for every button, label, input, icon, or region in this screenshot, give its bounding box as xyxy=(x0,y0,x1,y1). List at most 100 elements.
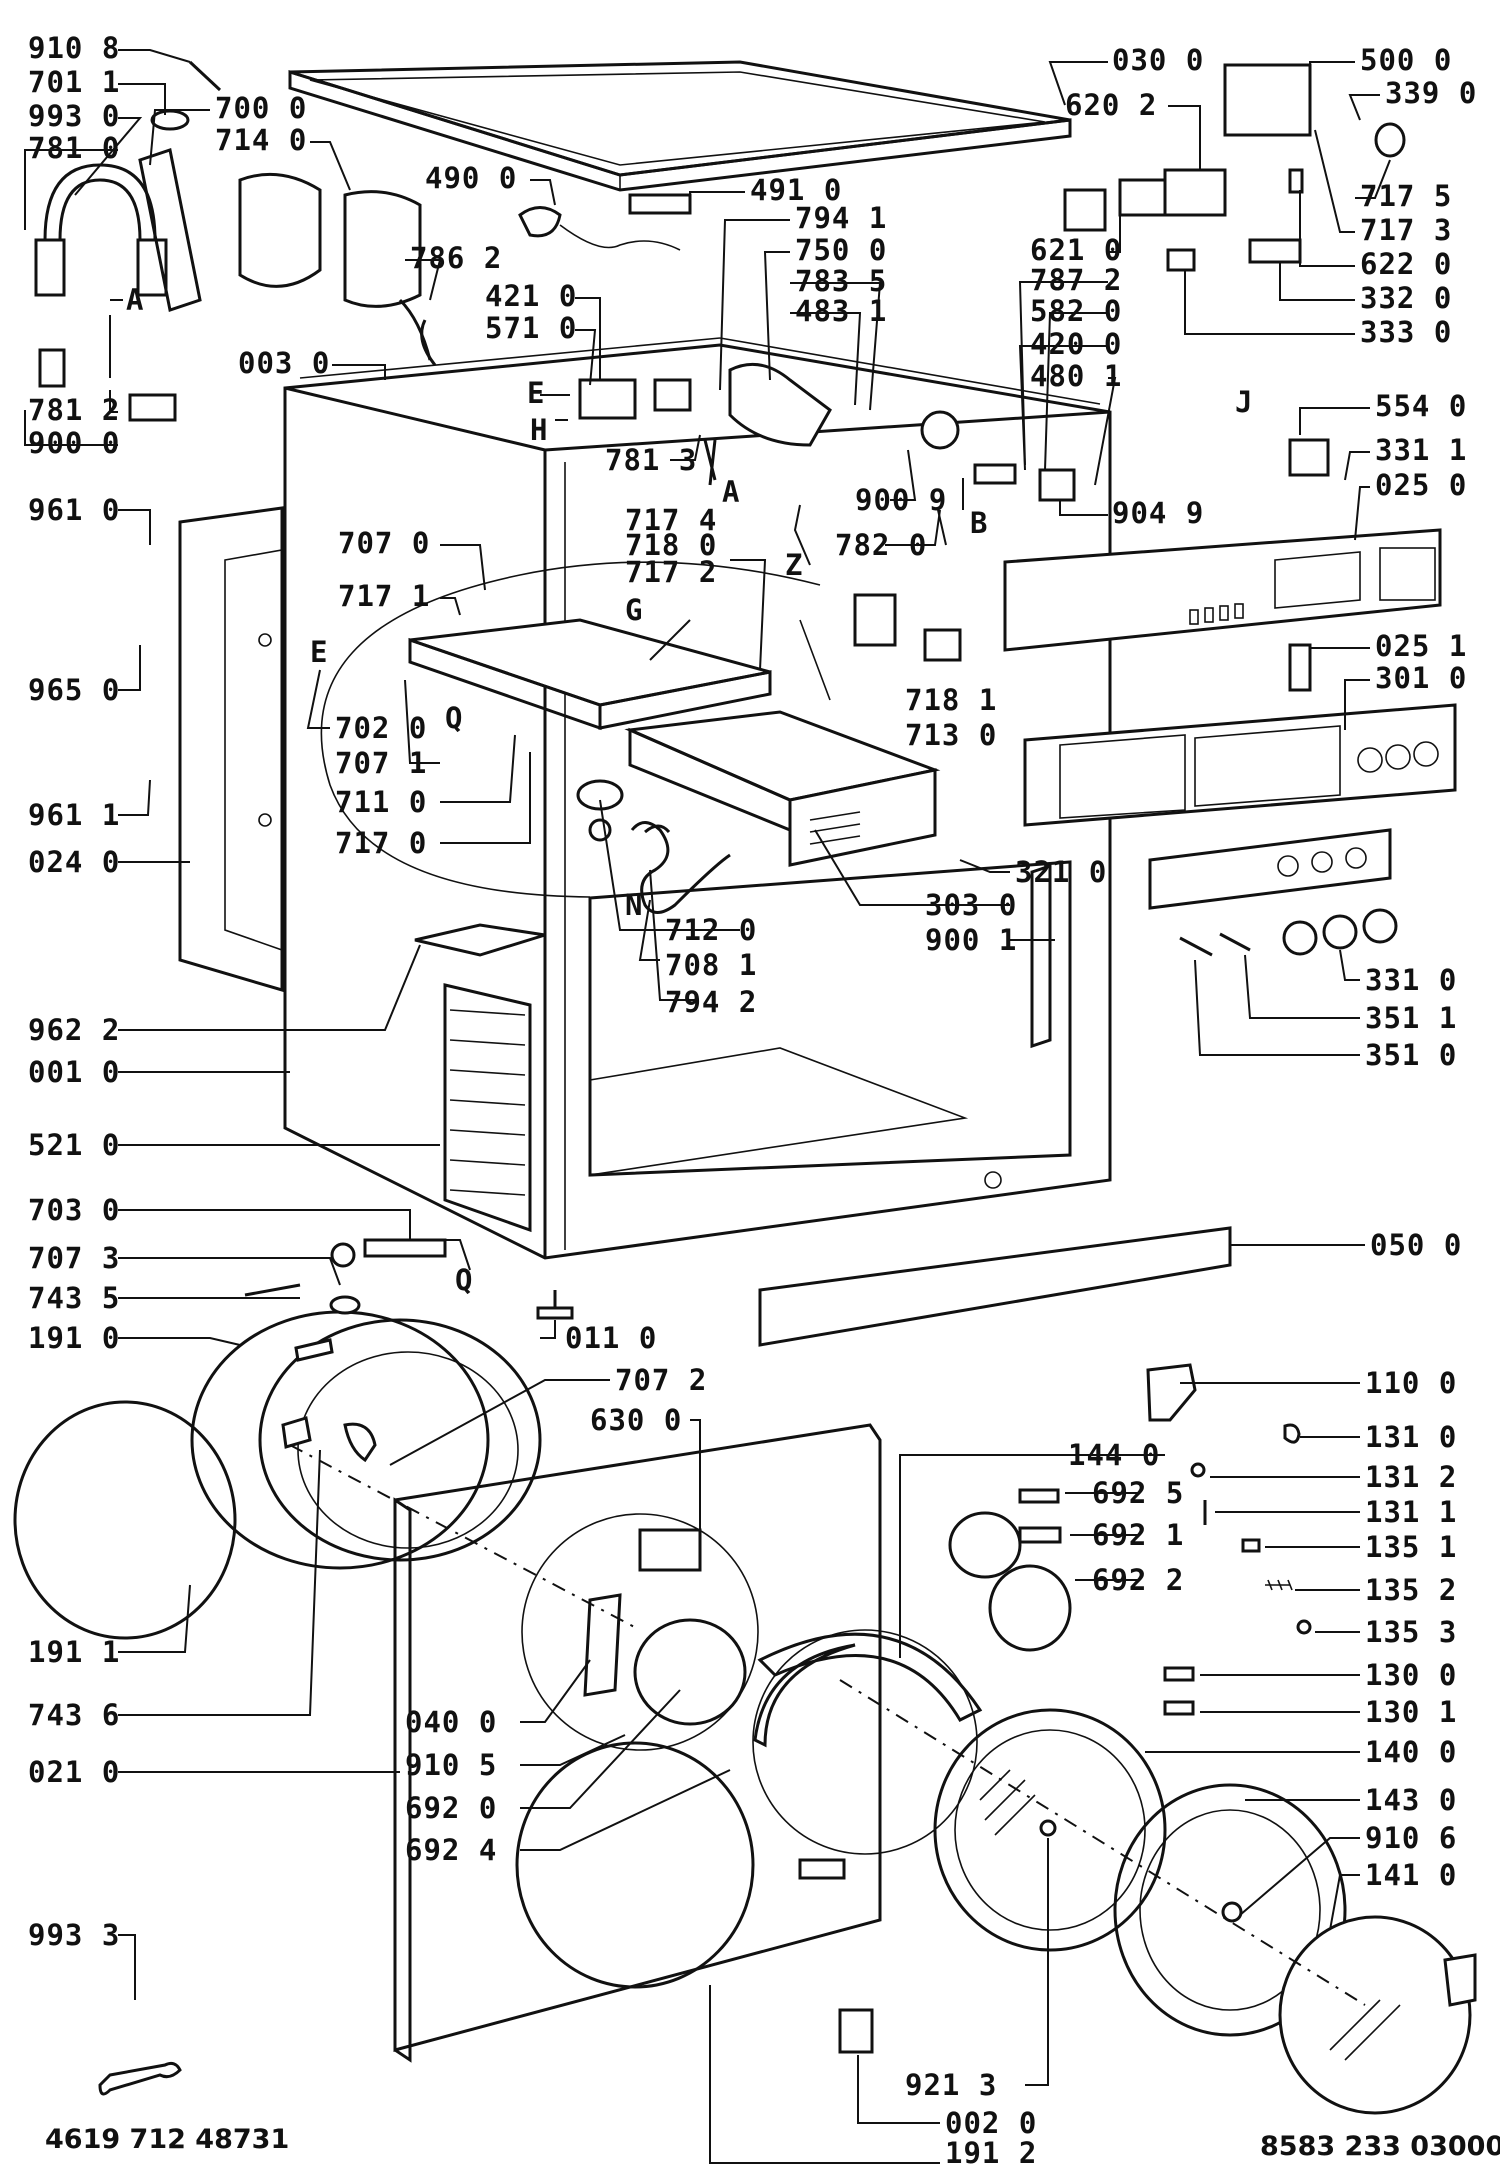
lower-small-parts xyxy=(98,1238,874,2096)
label-491-0: 491 0 xyxy=(750,173,842,207)
label-321-0: 321 0 xyxy=(1015,855,1107,889)
label-130-0: 130 0 xyxy=(1365,1658,1457,1692)
label-993-3: 993 3 xyxy=(28,1918,120,1952)
label-910-5: 910 5 xyxy=(405,1748,497,1782)
door-parts xyxy=(515,1629,1477,2115)
callout-labels: 910 8 701 1 993 0 781 0 700 0 714 0 A 78… xyxy=(28,31,1477,2167)
label-700-0: 700 0 xyxy=(215,91,307,125)
label-787-2: 787 2 xyxy=(1030,263,1122,297)
hardware-fasteners xyxy=(1146,1363,1312,1716)
label-708-1: 708 1 xyxy=(665,948,757,982)
label-717-5: 717 5 xyxy=(1360,179,1452,213)
label-707-0: 707 0 xyxy=(338,526,430,560)
label-191-0: 191 0 xyxy=(28,1321,120,1355)
label-050-0: 050 0 xyxy=(1370,1228,1462,1262)
label-782-0: 782 0 xyxy=(835,528,927,562)
label-714-0: 714 0 xyxy=(215,123,307,157)
label-621-0: 621 0 xyxy=(1030,233,1122,267)
label-E-1: E xyxy=(527,376,545,410)
label-910-8: 910 8 xyxy=(28,31,120,65)
label-904-9: 904 9 xyxy=(1112,496,1204,530)
label-025-1: 025 1 xyxy=(1375,629,1467,663)
label-781-3: 781 3 xyxy=(605,443,697,477)
cabinet xyxy=(283,337,1112,1260)
label-630-0: 630 0 xyxy=(590,1403,682,1437)
label-743-5: 743 5 xyxy=(28,1281,120,1315)
program-knobs xyxy=(948,1488,1072,1652)
label-717-1: 717 1 xyxy=(338,579,430,613)
label-H: H xyxy=(530,413,548,447)
label-783-5: 783 5 xyxy=(795,264,887,298)
label-910-6: 910 6 xyxy=(1365,1821,1457,1855)
label-900-9: 900 9 xyxy=(855,483,947,517)
leader-lines xyxy=(24,49,1391,2164)
label-E-2: E xyxy=(310,635,328,669)
label-718-1: 718 1 xyxy=(905,683,997,717)
label-750-0: 750 0 xyxy=(795,233,887,267)
kickplate xyxy=(758,1226,1232,1347)
label-707-1: 707 1 xyxy=(335,746,427,780)
label-921-3: 921 3 xyxy=(905,2068,997,2102)
label-703-0: 703 0 xyxy=(28,1193,120,1227)
label-421-0: 421 0 xyxy=(485,279,577,313)
label-781-2: 781 2 xyxy=(28,393,120,427)
label-622-0: 622 0 xyxy=(1360,247,1452,281)
label-140-0: 140 0 xyxy=(1365,1735,1457,1769)
label-743-6: 743 6 xyxy=(28,1698,120,1732)
drawing-number: 4619 712 48731 xyxy=(45,2124,289,2155)
label-Q-1: Q xyxy=(445,701,463,735)
label-003-0: 003 0 xyxy=(238,346,330,380)
top-cover xyxy=(288,60,1072,192)
label-620-2: 620 2 xyxy=(1065,88,1157,122)
part-drawings xyxy=(13,60,1477,2115)
label-554-0: 554 0 xyxy=(1375,389,1467,423)
label-692-4: 692 4 xyxy=(405,1833,497,1867)
detergent-dispenser xyxy=(408,618,941,914)
drum-assembly xyxy=(13,1310,542,1640)
label-332-0: 332 0 xyxy=(1360,281,1452,315)
label-130-1: 130 1 xyxy=(1365,1695,1457,1729)
label-786-2: 786 2 xyxy=(410,241,502,275)
reference-number: 8583 233 03000 xyxy=(1260,2131,1500,2162)
label-135-1: 135 1 xyxy=(1365,1530,1457,1564)
label-713-0: 713 0 xyxy=(905,718,997,752)
label-Q-2: Q xyxy=(455,1263,473,1297)
label-331-1: 331 1 xyxy=(1375,433,1467,467)
label-339-0: 339 0 xyxy=(1385,76,1477,110)
label-500-0: 500 0 xyxy=(1360,43,1452,77)
label-011-0: 011 0 xyxy=(565,1321,657,1355)
label-002-0: 002 0 xyxy=(945,2106,1037,2140)
label-191-1: 191 1 xyxy=(28,1635,120,1669)
label-131-2: 131 2 xyxy=(1365,1460,1457,1494)
label-701-1: 701 1 xyxy=(28,65,120,99)
label-A-2: A xyxy=(722,475,740,509)
label-794-1: 794 1 xyxy=(795,201,887,235)
label-025-0: 025 0 xyxy=(1375,468,1467,502)
label-141-0: 141 0 xyxy=(1365,1858,1457,1892)
label-692-2: 692 2 xyxy=(1092,1563,1184,1597)
label-144-0: 144 0 xyxy=(1068,1438,1160,1472)
label-131-1: 131 1 xyxy=(1365,1495,1457,1529)
label-135-2: 135 2 xyxy=(1365,1573,1457,1607)
label-582-0: 582 0 xyxy=(1030,294,1122,328)
label-707-2: 707 2 xyxy=(615,1363,707,1397)
side-panel xyxy=(178,506,284,993)
label-333-0: 333 0 xyxy=(1360,315,1452,349)
label-781-0: 781 0 xyxy=(28,131,120,165)
label-900-1: 900 1 xyxy=(925,923,1017,957)
label-143-0: 143 0 xyxy=(1365,1783,1457,1817)
label-J: J xyxy=(1235,385,1253,419)
label-961-1: 961 1 xyxy=(28,798,120,832)
label-301-0: 301 0 xyxy=(1375,661,1467,695)
label-717-0: 717 0 xyxy=(335,826,427,860)
label-191-2: 191 2 xyxy=(945,2136,1037,2167)
label-711-0: 711 0 xyxy=(335,785,427,819)
label-480-1: 480 1 xyxy=(1030,359,1122,393)
label-900-0: 900 0 xyxy=(28,426,120,460)
label-692-0: 692 0 xyxy=(405,1791,497,1825)
inlet-hose-parts xyxy=(34,60,437,422)
label-110-0: 110 0 xyxy=(1365,1366,1457,1400)
label-N: N xyxy=(625,888,643,922)
label-717-3: 717 3 xyxy=(1360,213,1452,247)
